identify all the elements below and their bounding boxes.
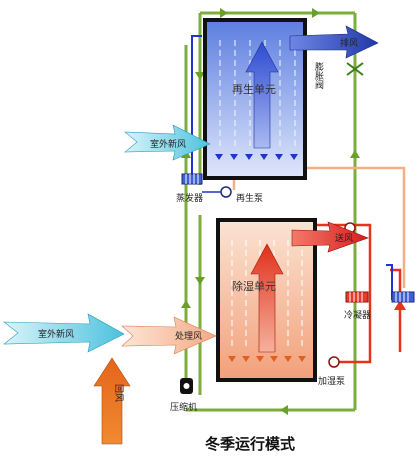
treated-air-arrow (121, 316, 217, 355)
exhaust-arrow (289, 25, 379, 59)
outdoor-air-lower-label: 室外新风 (38, 328, 74, 340)
dehum-upflow-arrow (250, 243, 284, 353)
diagram-caption: 冬季运行模式 (205, 435, 295, 453)
condenser-icon (345, 291, 369, 303)
regen-upflow-arrow (245, 41, 279, 149)
cold-pipe (191, 35, 202, 178)
evaporator-icon (181, 173, 203, 185)
regen-pump-label: 再生泵 (236, 192, 263, 204)
dehum-drip-arrows (228, 356, 306, 362)
return-air-arrow (93, 357, 131, 445)
compressor-label: 压缩机 (170, 401, 197, 413)
outdoor-air-lower-arrow (3, 313, 125, 353)
outdoor-air-upper-label: 室外新风 (150, 138, 186, 150)
right-coil-icon (391, 291, 415, 303)
compressor-icon (180, 378, 193, 394)
treated-air-label: 处理风 (175, 330, 202, 342)
dehum-unit-label: 除湿单元 (232, 279, 276, 293)
regen-drip-arrows (215, 154, 298, 160)
dehum-pump-label: 加湿泵 (318, 376, 345, 387)
regen-unit: 再生单元 (203, 18, 307, 180)
cold-pipe-right (386, 264, 393, 300)
exhaust-label: 排风 (340, 37, 358, 49)
expansion-valve-icon (346, 62, 364, 76)
regen-unit-label: 再生单元 (232, 82, 276, 96)
regen-pump-icon (202, 186, 232, 198)
condenser-label: 冷凝器 (344, 309, 371, 321)
supply-air-arrow (291, 221, 369, 253)
expansion-valve-label: 膨胀阀 (313, 61, 324, 90)
outdoor-air-upper-arrow (124, 124, 211, 161)
refrigerant-circuit (184, 11, 357, 412)
evaporator-label: 蒸发器 (176, 192, 203, 204)
dehum-pump-icon (328, 356, 340, 368)
return-air-label: 回风 (113, 384, 124, 402)
dehum-unit: 除湿单元 (216, 218, 317, 382)
supply-air-label: 送风 (335, 232, 353, 244)
hot-pipe-right (390, 268, 402, 352)
